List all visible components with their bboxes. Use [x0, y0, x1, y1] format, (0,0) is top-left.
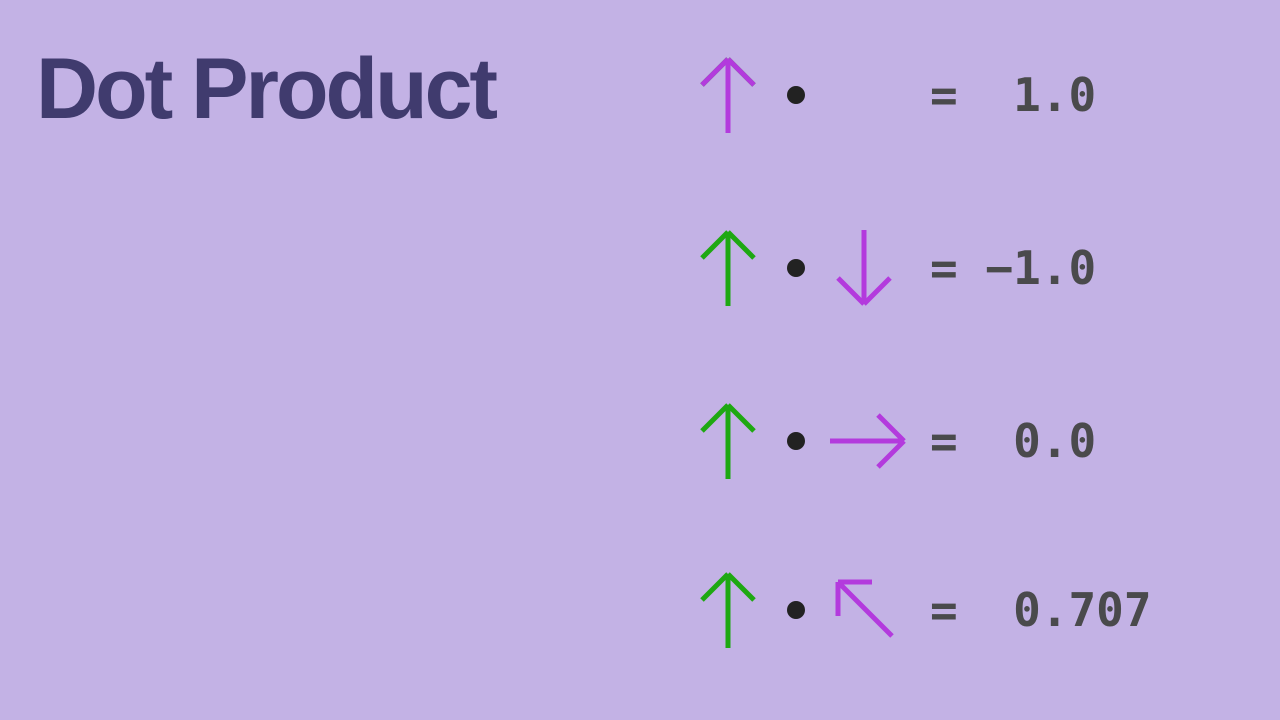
dot-operator-icon: [787, 259, 805, 277]
dot-operator-icon: [787, 601, 805, 619]
dot-operator-icon: [787, 432, 805, 450]
page-title: Dot Product: [36, 41, 498, 137]
dot-operator-icon: [787, 86, 805, 104]
first-vector-up-arrow-icon: [700, 403, 756, 479]
result-expression: = −1.0: [930, 241, 1097, 295]
first-vector-up-arrow-icon: [700, 572, 756, 648]
second-vector-up-left-arrow-icon: [835, 579, 894, 638]
result-expression: = 1.0: [930, 68, 1097, 122]
dot-product-row: = −1.0: [690, 218, 1270, 318]
second-vector-down-arrow-icon: [836, 230, 892, 306]
dot-product-row: = 0.707: [690, 560, 1270, 660]
result-expression: = 0.707: [930, 583, 1152, 637]
result-expression: = 0.0: [930, 414, 1097, 468]
second-vector-up-arrow-icon: [700, 57, 756, 133]
second-vector-right-arrow-icon: [830, 413, 906, 469]
dot-product-row: = 0.0: [690, 391, 1270, 491]
first-vector-up-arrow-icon: [700, 230, 756, 306]
dot-product-row: = 1.0: [690, 45, 1270, 145]
